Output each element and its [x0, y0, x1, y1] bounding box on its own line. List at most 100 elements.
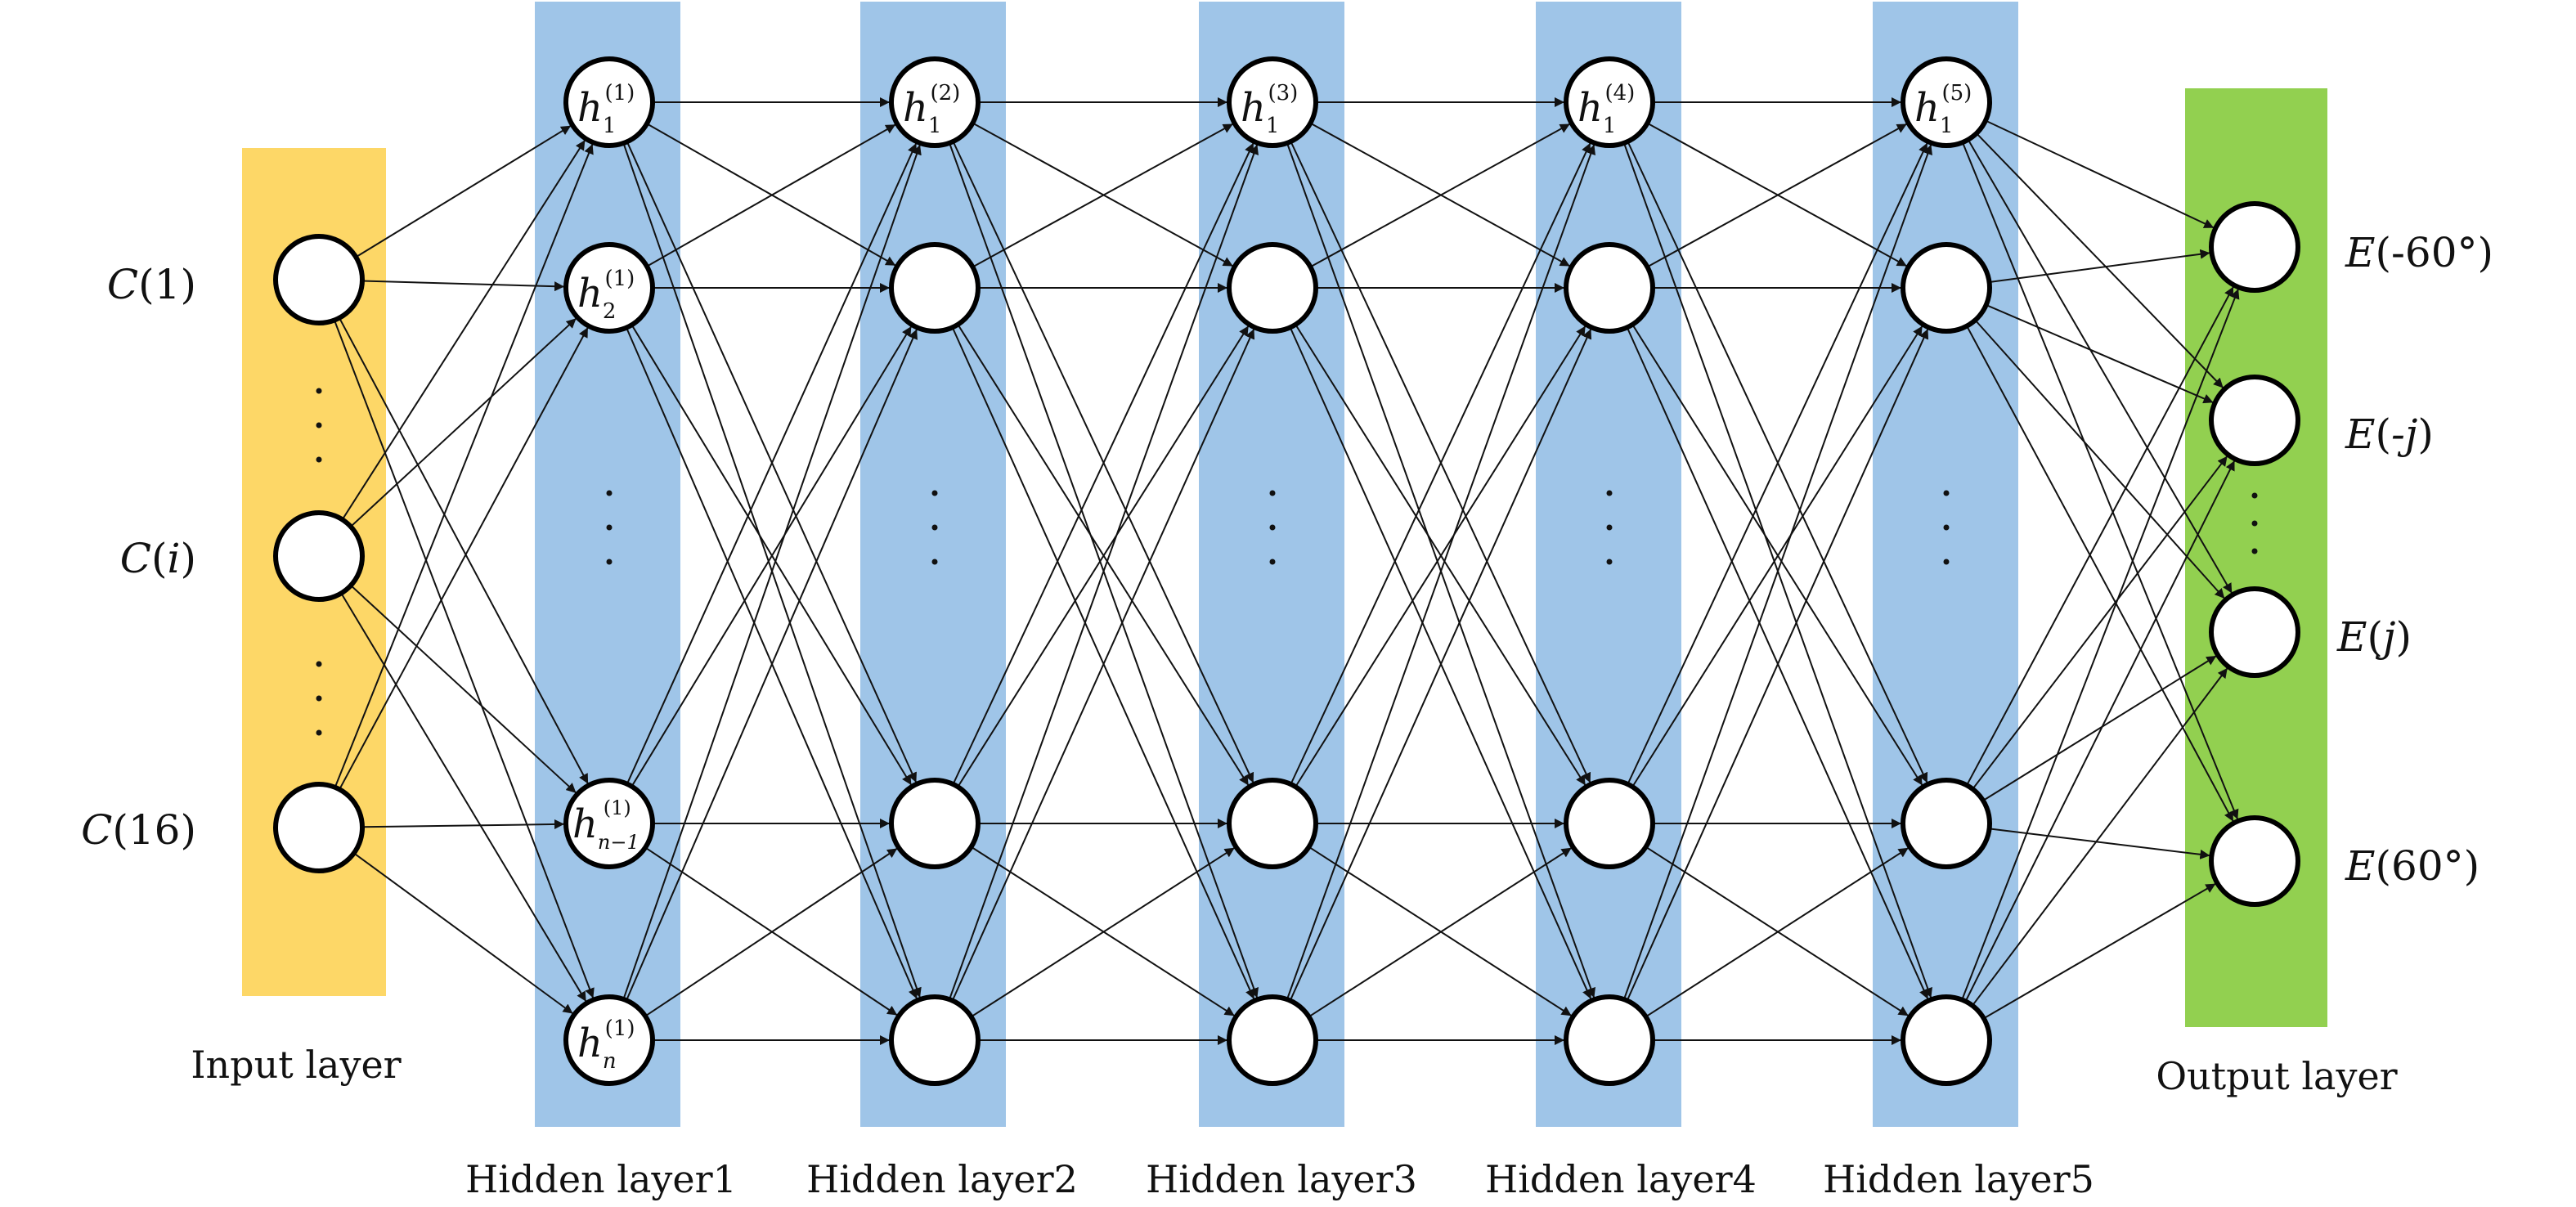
edge-l4-n1-to-n0: [1646, 123, 1908, 268]
edge-l2-n2-to-n0: [952, 142, 1254, 785]
hidden2-node-1: [889, 56, 981, 148]
edge-l0-n0-to-n1: [361, 280, 565, 292]
hidden-layer3-label: Hidden layer3: [1146, 1157, 1417, 1201]
hidden3-node-1-symbol: h1(3): [1241, 81, 1298, 138]
input-label-1: C(1): [107, 261, 196, 308]
output-label-3: E(j): [2336, 613, 2412, 661]
edge-l5-n2-to-n2: [1982, 655, 2217, 801]
hidden2-node-n-1: [889, 778, 981, 869]
edge-l5-n1-to-n1: [1986, 303, 2214, 404]
input-label-i: C(i): [120, 535, 196, 582]
edge-l0-n0-to-n2: [339, 317, 589, 784]
hidden-node-symbols: h1(1) h2(1) hn−1(1) hn(1) h1(2) h1(3) h1…: [572, 81, 1972, 1074]
input-ellipsis-upper: [316, 388, 322, 463]
edge-l0-n2-to-n2: [361, 819, 565, 829]
edge-l1-n2-to-n0: [626, 142, 918, 785]
hidden5-ellipsis: [1943, 490, 1950, 565]
edge-l5-n0-to-n1: [1976, 132, 2224, 389]
hidden5-node-1: [1901, 56, 1992, 148]
edge-l1-n3-to-n2: [644, 847, 898, 1017]
hidden3-node-n: [1227, 994, 1318, 1086]
hidden2-node-1-symbol: h1(2): [903, 81, 960, 138]
hidden4-node-n-1: [1564, 778, 1655, 869]
hidden-layer4-label: Hidden layer4: [1485, 1157, 1757, 1201]
edge-l5-n1-to-n0: [1989, 249, 2210, 283]
edge-l4-n3-to-n0: [1622, 144, 1932, 1000]
output-node-2: [2209, 375, 2300, 466]
input-node-i: [273, 510, 365, 602]
edge-l0-n1-to-n0: [341, 139, 586, 520]
hidden3-node-n-1: [1227, 778, 1318, 869]
output-label-4: E(60°): [2345, 842, 2480, 890]
layer-bands: [242, 2, 2327, 1127]
edge-l0-n2-to-n1: [339, 326, 589, 790]
edge-l3-n3-to-n0: [1286, 144, 1595, 1000]
edge-l1-n2-to-n1: [631, 325, 913, 787]
hidden1-node-n: [563, 994, 655, 1086]
edge-l5-n1-to-n2: [1974, 319, 2226, 599]
edge-l4-n3-to-n1: [1626, 328, 1929, 1002]
hidden4-node-1: [1564, 56, 1655, 148]
edge-l0-n1-to-n1: [350, 317, 577, 527]
edge-l5-n3-to-n1: [1964, 460, 2236, 1002]
input-label-16: C(16): [81, 806, 196, 854]
output-node-4: [2209, 815, 2300, 907]
hidden5-node-n-1: [1901, 778, 1992, 869]
ellipsis-dots: [316, 388, 2258, 736]
hidden5-node-2: [1901, 242, 1992, 334]
edge-l5-n3-to-n2: [1972, 667, 2228, 1007]
output-ellipsis: [2251, 492, 2258, 554]
hidden1-ellipsis: [606, 490, 613, 565]
edge-l0-n2-to-n0: [334, 143, 594, 788]
edge-l4-n2-to-n0: [1627, 142, 1928, 785]
hidden4-node-n: [1564, 994, 1655, 1086]
input-layer-label: Input layer: [191, 1043, 401, 1087]
edge-l4-n2-to-n1: [1631, 325, 1923, 787]
output-layer-label: Output layer: [2156, 1054, 2397, 1098]
hidden3-node-1: [1227, 56, 1318, 148]
output-label-2: E(-j): [2345, 411, 2434, 458]
hidden-layer5-label: Hidden layer5: [1823, 1157, 2094, 1201]
edge-l5-n0-to-n0: [1985, 119, 2215, 229]
edge-l0-n2-to-n3: [353, 852, 574, 1015]
edge-l1-n3-to-n0: [622, 144, 922, 1000]
hidden5-node-n: [1901, 994, 1992, 1086]
hidden2-ellipsis: [931, 490, 938, 565]
edge-l2-n3-to-n2: [971, 846, 1236, 1018]
edge-l1-n1-to-n0: [646, 123, 896, 267]
edge-l2-n1-to-n0: [972, 123, 1234, 268]
hidden-layer2-band: [860, 2, 1006, 1127]
hidden-layer2-label: Hidden layer2: [806, 1157, 1078, 1201]
output-node-3: [2209, 586, 2300, 678]
connections: [333, 97, 2240, 1045]
edge-l0-n1-to-n2: [350, 585, 577, 794]
hidden1-node-n-symbol: hn(1): [577, 1016, 635, 1074]
output-label-1: E(-60°): [2345, 229, 2493, 276]
hidden1-node-n-1-symbol: hn−1(1): [572, 796, 640, 854]
edge-l0-n1-to-n3: [340, 592, 587, 1003]
hidden1-node-2: [563, 242, 655, 334]
edge-l5-n3-to-n0: [1961, 288, 2240, 1000]
edge-l0-n0-to-n3: [333, 320, 595, 998]
edge-l2-n3-to-n0: [949, 144, 1259, 1000]
hidden3-ellipsis: [1269, 490, 1276, 565]
edge-l2-n3-to-n1: [951, 328, 1255, 1002]
edge-l3-n3-to-n2: [1308, 846, 1573, 1018]
hidden2-node-2: [889, 242, 981, 334]
input-node-16: [273, 782, 365, 873]
edge-l3-n1-to-n0: [1309, 123, 1571, 268]
edge-l3-n3-to-n1: [1289, 328, 1592, 1002]
hidden4-node-1-symbol: h1(4): [1577, 81, 1635, 138]
input-node-labels: C(1) C(i) C(16): [81, 261, 196, 854]
hidden1-node-n-1: [563, 778, 655, 869]
edge-l3-n2-to-n0: [1290, 142, 1591, 785]
hidden4-ellipsis: [1606, 490, 1613, 565]
input-ellipsis-lower: [316, 661, 322, 736]
hidden1-node-1: [563, 56, 655, 148]
output-node-labels: E(-60°) E(-j) E(j) E(60°): [2336, 229, 2493, 890]
edge-l5-n2-to-n0: [1966, 286, 2234, 786]
layer-labels: Input layer Hidden layer1 Hidden layer2 …: [191, 1043, 2397, 1201]
hidden2-node-n: [889, 994, 981, 1086]
nodes: [273, 56, 2300, 1086]
